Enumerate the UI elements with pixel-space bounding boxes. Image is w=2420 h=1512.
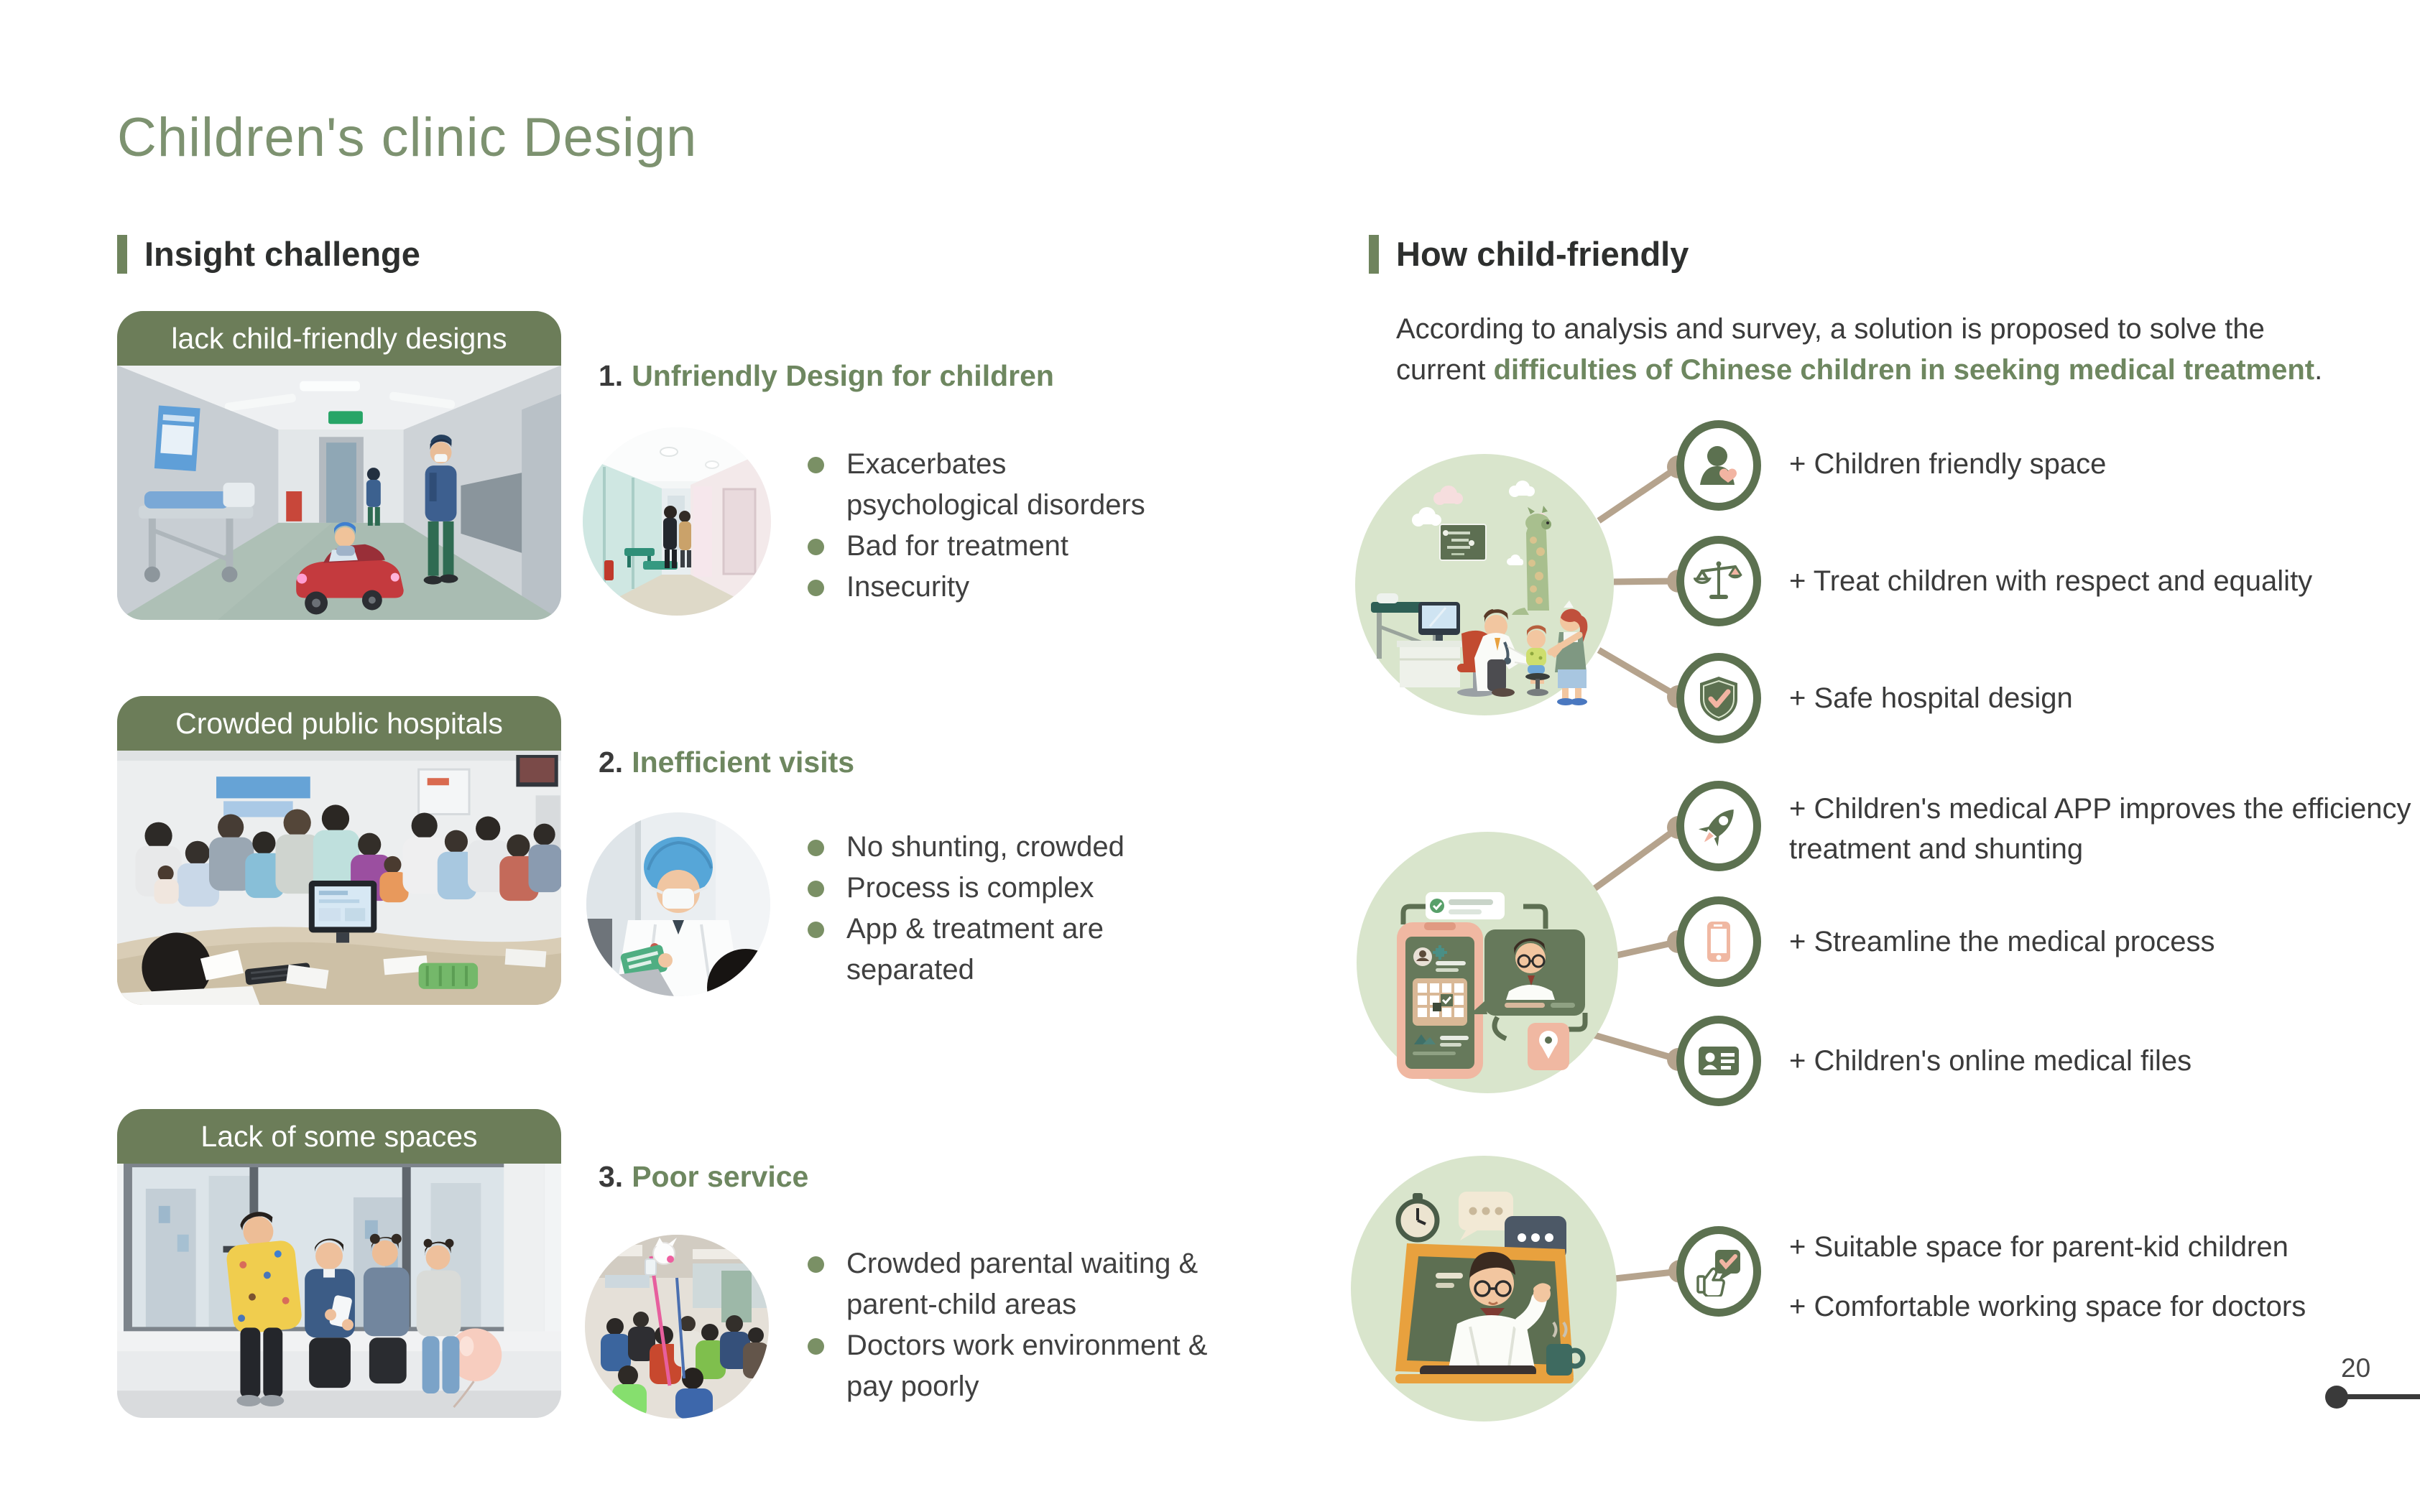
card-header: Crowded public hospitals [117,696,561,751]
bullet-item: No shunting, crowded [806,827,1180,868]
point-title-3: 3.Poor service [599,1160,808,1194]
card-label: Lack of some spaces [200,1119,478,1153]
bullet-list-3: Crowded parental waiting & parent-child … [806,1243,1223,1407]
intro-period: . [2314,354,2323,386]
id-card-icon [1676,1016,1761,1106]
point-number: 2. [599,746,624,779]
section-label: Insight challenge [144,235,420,273]
bullet-item: Exacerbates psychological disorders [806,444,1165,526]
intro-text: According to analysis and survey, a solu… [1396,313,2265,386]
point-title-1: 1.Unfriendly Design for children [599,359,1054,393]
solution-medical-app: + Children's medical APP improves the ef… [1789,793,2420,865]
card-label: Crowded public hospitals [175,706,503,740]
card-label: lack child-friendly designs [171,321,507,355]
solution-respect: + Treat children with respect and equali… [1789,565,2313,597]
solution-friendly-space: + Children friendly space [1789,448,2107,480]
point-number: 3. [599,1160,624,1193]
bullet-item: Process is complex [806,868,1180,909]
illustration-medical-app [1357,832,1618,1093]
bullet-item: Doctors work environment & pay poorly [806,1325,1223,1407]
card-crowded-hospitals: Crowded public hospitals [117,696,561,1005]
card-header: Lack of some spaces [117,1109,561,1164]
rocket-icon [1676,781,1761,871]
bullet-item: Insecurity [806,567,1165,608]
section-insight-challenge: Insight challenge [117,234,420,274]
bullet-item: Bad for treatment [806,526,1165,567]
solution-online-files: + Children's online medical files [1789,1045,2192,1077]
thumbs-check-icon [1676,1226,1761,1317]
point-title-2: 2.Inefficient visits [599,746,854,779]
person-heart-icon [1676,420,1761,511]
photo-circle-corridor [583,427,771,616]
page-number-line [2337,1394,2420,1399]
page-number: 20 [2341,1353,2371,1383]
point-label: Poor service [632,1160,809,1193]
card-header: lack child-friendly designs [117,311,561,366]
illustration-clinic-visit [1355,454,1614,715]
bullet-list-2: No shunting, crowded Process is complex … [806,827,1180,991]
photo-kids-window [117,1164,561,1418]
scales-icon [1676,536,1761,626]
intro-highlight: difficulties of Chinese children in seek… [1493,354,2315,386]
photo-circle-waiting-area [585,1235,769,1419]
photo-hospital-corridor [117,366,561,620]
bullet-item: App & treatment are separated [806,909,1180,991]
photo-circle-nurse [586,812,770,996]
solution-streamline: + Streamline the medical process [1789,926,2215,957]
illustration-doctor-presenting [1351,1156,1617,1421]
point-label: Inefficient visits [632,746,855,779]
photo-crowded-registration [117,751,561,1005]
point-number: 1. [599,359,624,392]
smartphone-icon [1676,896,1761,987]
solution-safe-design: + Safe hospital design [1789,682,2073,714]
solution-doctor-space: + Comfortable working space for doctors [1789,1291,2306,1322]
card-lack-child-friendly: lack child-friendly designs [117,311,561,620]
section-bar [1369,234,1379,274]
page-title: Children's clinic Design [117,107,698,168]
solution-parent-kid-space: + Suitable space for parent-kid children [1789,1231,2289,1263]
bullet-item: Crowded parental waiting & parent-child … [806,1243,1223,1325]
card-lack-of-spaces: Lack of some spaces [117,1109,561,1418]
section-bar [117,234,127,274]
section-how-child-friendly: How child-friendly [1369,234,1689,274]
bullet-list-1: Exacerbates psychological disorders Bad … [806,444,1165,608]
section-label: How child-friendly [1396,235,1689,273]
point-label: Unfriendly Design for children [632,359,1054,392]
intro-paragraph: According to analysis and survey, a solu… [1396,309,2323,391]
shield-check-icon [1676,653,1761,743]
